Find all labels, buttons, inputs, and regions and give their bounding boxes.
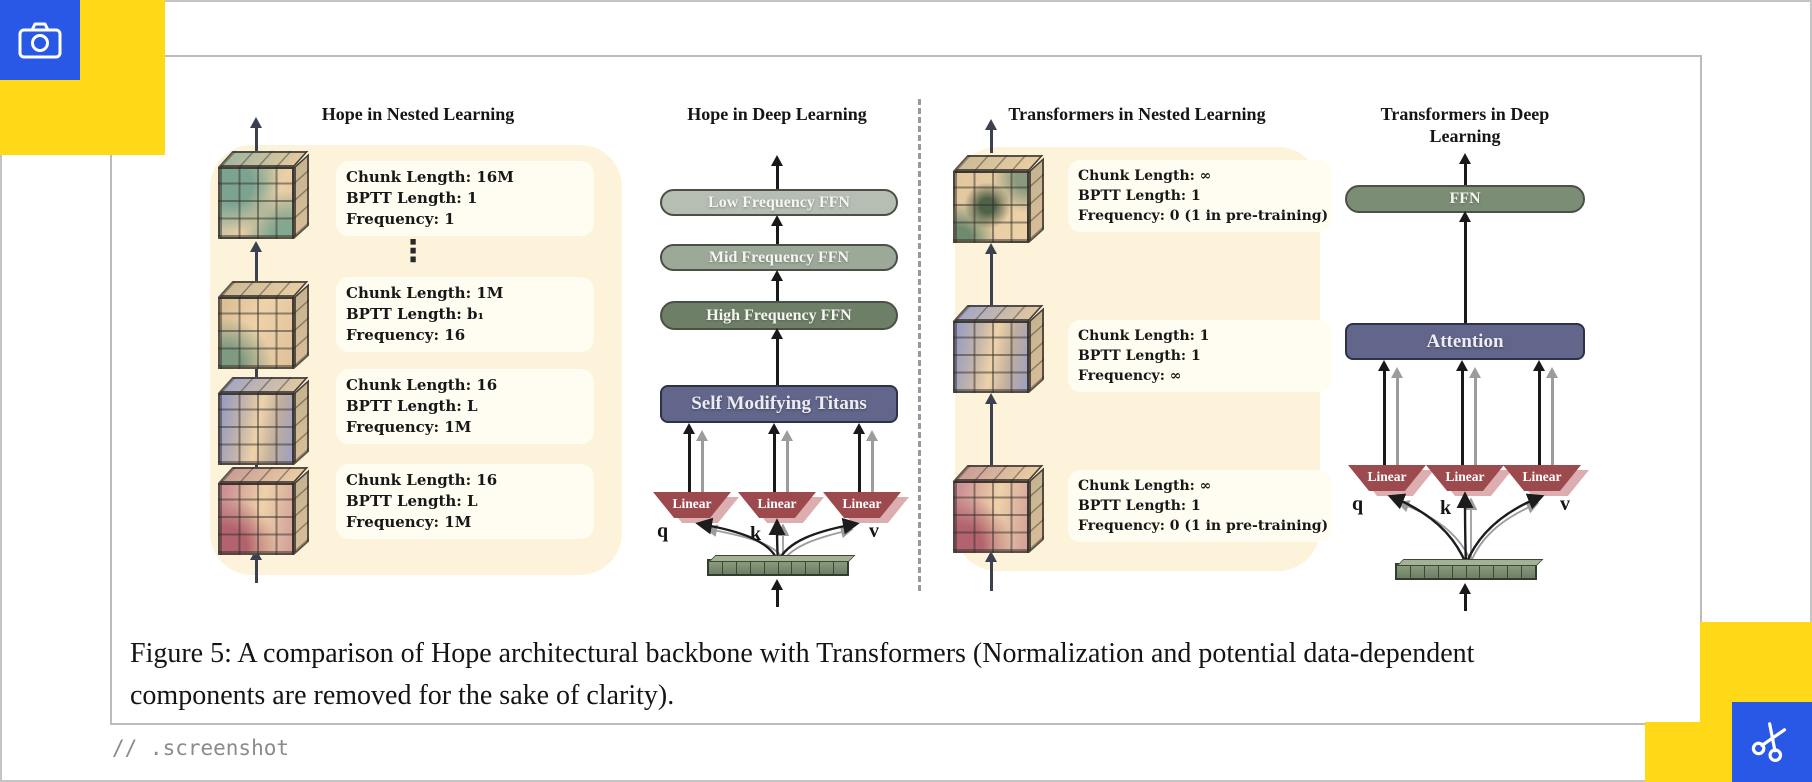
layer-mid-frequency-ffn: Mid Frequency FFN — [660, 244, 898, 271]
info-line: Frequency: 1 — [346, 210, 455, 228]
ellipsis: ⋮ — [398, 234, 428, 269]
arrow-up-icon — [984, 119, 998, 153]
camera-icon — [17, 20, 63, 60]
info-box: Chunk Length: 16 BPTT Length: L Frequenc… — [336, 369, 594, 444]
hope-nested-panel: Chunk Length: 16M BPTT Length: 1 Frequen… — [210, 117, 622, 583]
arrow-up-icon — [770, 270, 784, 304]
info-line: Frequency: 1M — [346, 418, 472, 436]
info-box: Chunk Length: 1 BPTT Length: 1 Frequency… — [1068, 320, 1332, 392]
arrow-up-icon — [984, 551, 998, 591]
arrow-up-icon — [865, 430, 879, 492]
crop-button[interactable] — [1732, 702, 1812, 782]
tensor-cube-spot — [953, 155, 1047, 243]
token-embedding-bar — [1395, 563, 1537, 580]
arrow-up-icon — [1390, 367, 1404, 465]
layer-low-frequency-ffn: Low Frequency FFN — [660, 189, 898, 216]
label-v: v — [1560, 493, 1570, 515]
info-line: BPTT Length: 1 — [346, 189, 478, 207]
arrow-up-icon — [249, 117, 263, 151]
figure-panel: Hope in Nested Learning Hope in Deep Lea… — [110, 55, 1702, 725]
arrow-up-icon — [770, 328, 784, 388]
info-box: Chunk Length: ∞ BPTT Length: 1 Frequency… — [1068, 160, 1332, 232]
tensor-cube-rose — [953, 465, 1047, 553]
screenshot-label: // .screenshot — [112, 736, 290, 760]
info-line: Chunk Length: 16M — [346, 168, 514, 186]
info-line: BPTT Length: 1 — [1078, 348, 1201, 364]
qkv-curves — [1387, 491, 1545, 565]
tensor-cube-rose — [218, 467, 312, 555]
info-line: Chunk Length: 16 — [346, 471, 498, 489]
info-line: BPTT Length: L — [346, 397, 478, 415]
column-title-transformers-deep: Transformers in Deep Learning — [1380, 104, 1550, 146]
label-v: v — [869, 520, 879, 542]
info-line: Frequency: 0 (1 in pre-training) — [1078, 208, 1329, 224]
layer-self-modifying-titans: Self Modifying Titans — [660, 385, 898, 423]
info-line: Chunk Length: ∞ — [1078, 168, 1212, 184]
info-line: BPTT Length: 1 — [1078, 188, 1201, 204]
arrow-up-icon — [1455, 360, 1469, 465]
layer-ffn: FFN — [1345, 185, 1585, 213]
figure-caption: Figure 5: A comparison of Hope architect… — [130, 633, 1474, 717]
column-title-hope-nested: Hope in Nested Learning — [321, 104, 515, 124]
arrow-up-icon — [984, 393, 998, 465]
info-line: BPTT Length: 1 — [1078, 498, 1201, 514]
transformers-nested-panel: Chunk Length: ∞ BPTT Length: 1 Frequency… — [953, 119, 1332, 591]
info-line: Frequency: ∞ — [1078, 368, 1182, 384]
info-line: Chunk Length: 1 — [1078, 328, 1210, 344]
label-k: k — [1440, 497, 1452, 519]
layer-high-frequency-ffn: High Frequency FFN — [660, 301, 898, 330]
info-box: Chunk Length: ∞ BPTT Length: 1 Frequency… — [1068, 470, 1332, 542]
arrow-up-icon — [1468, 367, 1482, 465]
info-line: BPTT Length: b₁ — [346, 305, 485, 323]
tensor-cube-tan — [218, 281, 312, 369]
arrow-up-icon — [767, 423, 781, 492]
arrow-up-icon — [770, 155, 784, 191]
linear-projection-k: Linear — [1426, 465, 1512, 496]
arrow-up-icon — [1532, 360, 1546, 465]
info-line: Frequency: 1M — [346, 513, 472, 531]
caption-line: components are removed for the sake of c… — [130, 680, 675, 711]
arrow-up-icon — [1458, 583, 1472, 611]
label-k: k — [750, 523, 762, 545]
caption-line: Figure 5: A comparison of Hope architect… — [130, 638, 1475, 669]
token-embedding-bar — [707, 559, 849, 576]
arrow-up-icon — [1458, 153, 1472, 187]
dashed-divider — [918, 99, 921, 591]
info-box: Chunk Length: 1M BPTT Length: b₁ Frequen… — [336, 277, 594, 352]
tensor-cube-blue — [218, 377, 312, 465]
info-box: Chunk Length: 16 BPTT Length: L Frequenc… — [336, 464, 594, 539]
arrow-up-icon — [770, 215, 784, 247]
linear-projection-v: Linear — [1503, 465, 1589, 496]
arrow-up-icon — [852, 423, 866, 492]
arrow-up-icon — [249, 241, 263, 285]
arrow-up-icon — [1458, 211, 1472, 325]
layer-attention: Attention — [1345, 323, 1585, 360]
arrow-up-icon — [682, 423, 696, 492]
arrow-up-icon — [984, 243, 998, 305]
info-line: BPTT Length: L — [346, 492, 478, 510]
info-box: Chunk Length: 16M BPTT Length: 1 Frequen… — [336, 161, 594, 236]
info-line: Chunk Length: 16 — [346, 376, 498, 394]
tensor-cube-blue — [953, 305, 1047, 393]
label-q: q — [657, 520, 669, 542]
info-line: Chunk Length: 1M — [346, 284, 504, 302]
arrow-up-icon — [695, 430, 709, 492]
tensor-cube-green — [218, 151, 312, 239]
info-line: Frequency: 0 (1 in pre-training) — [1078, 518, 1329, 534]
camera-button[interactable] — [0, 0, 80, 80]
arrow-up-icon — [780, 430, 794, 492]
column-title-hope-deep: Hope in Deep Learning — [687, 104, 867, 124]
arrow-up-icon — [1377, 360, 1391, 465]
column-title-transformers-nested: Transformers in Nested Learning — [1008, 104, 1266, 124]
info-line: Chunk Length: ∞ — [1078, 478, 1212, 494]
linear-projection-q: Linear — [1348, 465, 1434, 496]
arrow-up-icon — [770, 579, 784, 607]
info-line: Frequency: 16 — [346, 326, 466, 344]
arrow-up-icon — [1545, 367, 1559, 465]
label-q: q — [1352, 493, 1364, 515]
scissors-icon — [1750, 720, 1794, 764]
